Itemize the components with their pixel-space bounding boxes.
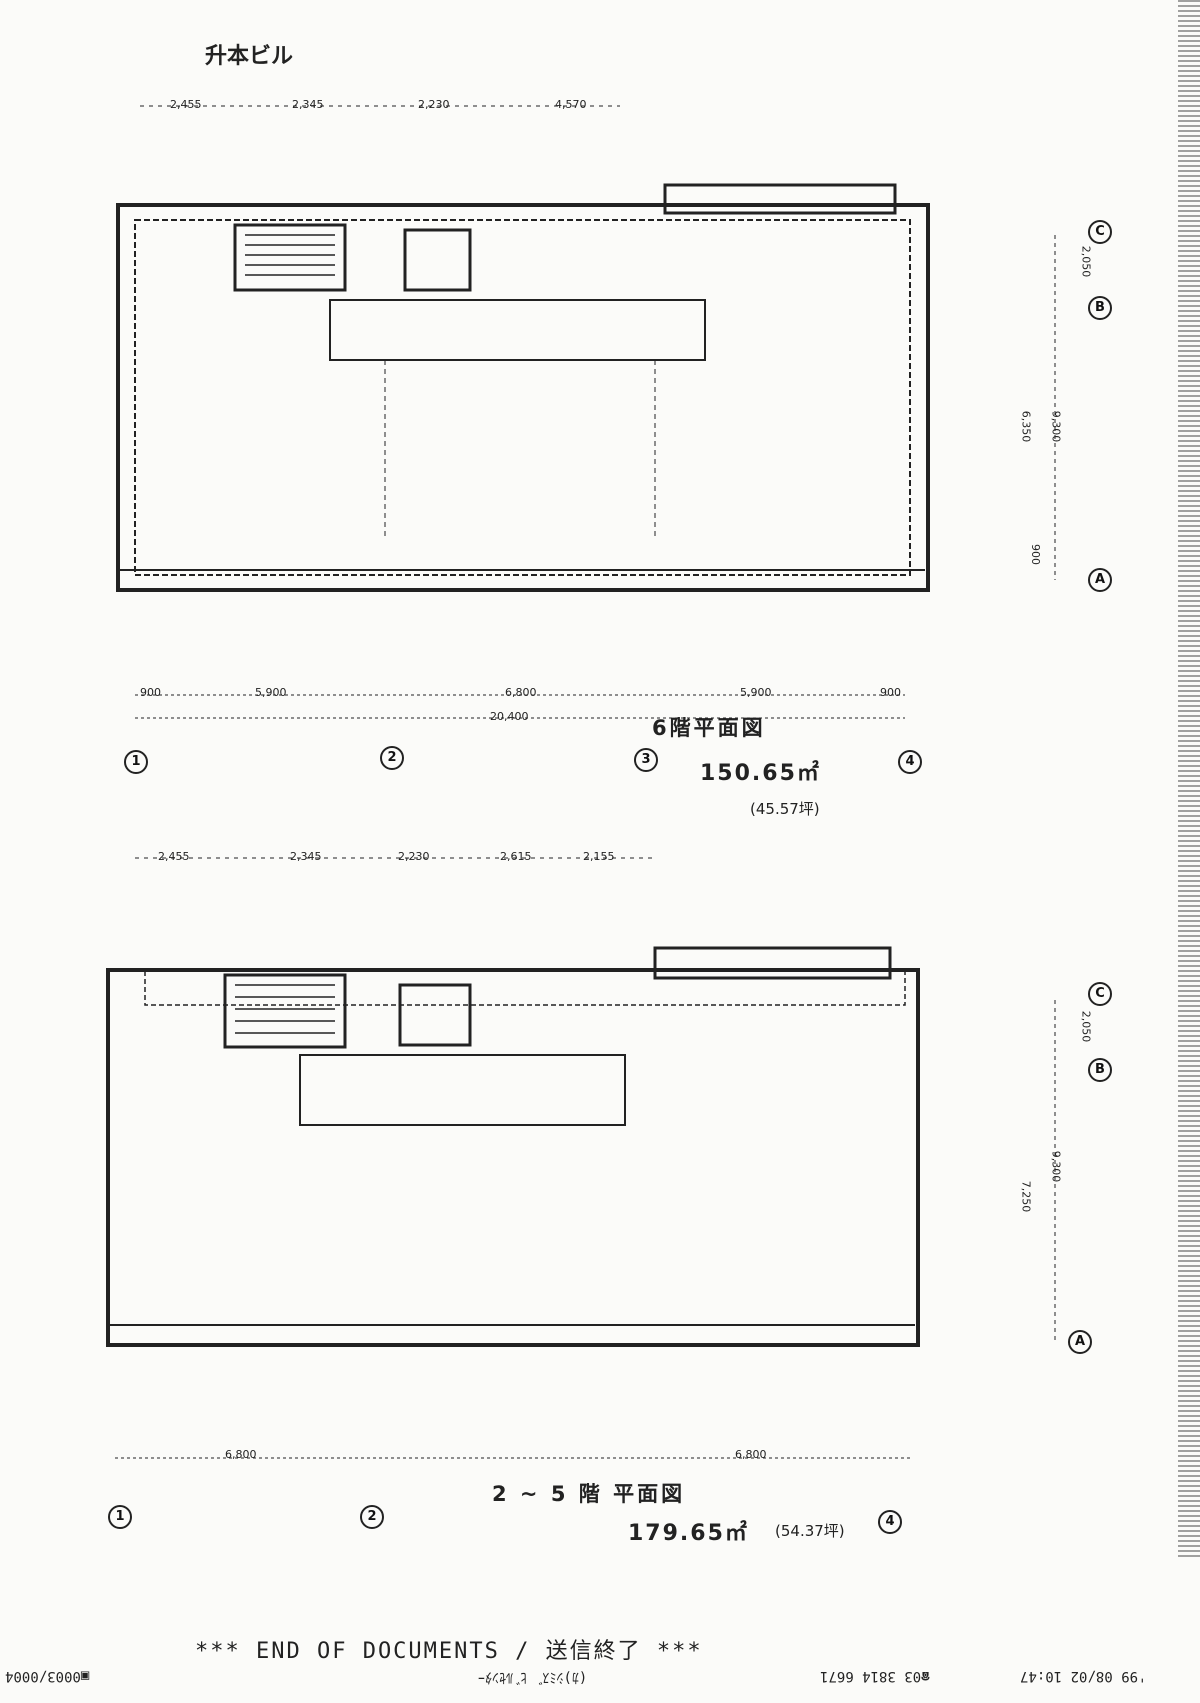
plan-2-5f-area: 179.65㎡ xyxy=(628,1521,749,1546)
dim-top-2: 2,345 xyxy=(292,98,324,111)
plan-2-5f-drawing xyxy=(106,857,1056,1459)
north-wall xyxy=(144,969,906,1006)
balcony xyxy=(663,183,897,215)
dim-top-3: 2,230 xyxy=(398,850,430,863)
plan-6f-title: 6階平面図 xyxy=(652,716,766,740)
dim-right-1: 2,050 xyxy=(1079,1010,1093,1043)
dim-bottom-2: 5,900 xyxy=(255,686,287,699)
dim-top-5: 2,155 xyxy=(583,850,615,863)
dim-bottom-2: 6,800 xyxy=(735,1448,767,1461)
fax-page: ▣0003/0004 xyxy=(5,1668,90,1684)
plan-6f-drawing xyxy=(116,105,1056,719)
stair-treads xyxy=(245,234,335,276)
grid-row-b: B xyxy=(1088,296,1112,320)
grid-row-c: C xyxy=(1088,982,1112,1006)
dim-bottom-5: 900 xyxy=(880,686,901,699)
grid-col-2: 2 xyxy=(380,746,404,770)
dim-right-2: 7,250 xyxy=(1019,1180,1033,1213)
grid-row-a: A xyxy=(1068,1330,1092,1354)
dim-top-4: 4,570 xyxy=(555,98,587,111)
balcony xyxy=(653,946,892,980)
inner-wall xyxy=(134,219,911,576)
grid-col-1: 1 xyxy=(124,750,148,774)
building-name: 升本ビル xyxy=(205,44,294,69)
dim-bottom-3: 6,800 xyxy=(505,686,537,699)
fax-date: '99 08/02 10:47 xyxy=(1020,1668,1147,1684)
grid-row-b: B xyxy=(1088,1058,1112,1082)
dim-top-1: 2,455 xyxy=(158,850,190,863)
stairs xyxy=(223,973,347,1049)
grid-row-a: A xyxy=(1088,568,1112,592)
fax-sender: (ｶ)ｼﾐｽﾞ ﾋﾞﾙｾﾝﾀｰ xyxy=(478,1669,588,1685)
core-corridor xyxy=(329,299,706,361)
dim-right-2: 6,350 xyxy=(1019,410,1033,443)
dim-right-3: 9,300 xyxy=(1049,1150,1063,1183)
grid-col-1: 1 xyxy=(108,1505,132,1529)
grid-col-2: 2 xyxy=(360,1505,384,1529)
end-of-documents: *** END OF DOCUMENTS / 送信終了 *** xyxy=(195,1639,703,1664)
plan-2-5f-title: 2 ~ 5 階 平面図 xyxy=(492,1482,686,1506)
scan-edge-noise xyxy=(1178,0,1200,1560)
dim-top-2: 2,345 xyxy=(290,850,322,863)
core-corridor xyxy=(299,1054,626,1126)
dim-bottom-1: 6,800 xyxy=(225,1448,257,1461)
grid-row-c: C xyxy=(1088,220,1112,244)
outer-wall xyxy=(106,968,920,1347)
plan-6f-tsubo: (45.57坪) xyxy=(750,800,820,818)
stair-treads xyxy=(235,984,335,1034)
dim-top-4: 2,615 xyxy=(500,850,532,863)
dim-bottom-1: 900 xyxy=(140,686,161,699)
dim-right-4: 900 xyxy=(1029,544,1042,565)
dim-top-3: 2,230 xyxy=(418,98,450,111)
plan-6f-area: 150.65㎡ xyxy=(700,761,821,786)
dim-top-1: 2,455 xyxy=(170,98,202,111)
dim-right-1: 2,050 xyxy=(1079,245,1093,278)
grid-col-4: 4 xyxy=(878,1510,902,1534)
dim-right-3: 9,300 xyxy=(1049,410,1063,443)
dim-bottom-4: 5,900 xyxy=(740,686,772,699)
grid-col-4: 4 xyxy=(898,750,922,774)
elevator xyxy=(398,983,472,1047)
elevator xyxy=(403,228,472,292)
dim-total: 20,400 xyxy=(490,710,529,723)
plan-2-5f-tsubo: (54.37坪) xyxy=(775,1522,845,1540)
fax-number: ☎03 3814 6671 xyxy=(820,1668,930,1684)
stairs xyxy=(233,223,347,292)
grid-col-3: 3 xyxy=(634,748,658,772)
outer-wall xyxy=(116,203,930,592)
